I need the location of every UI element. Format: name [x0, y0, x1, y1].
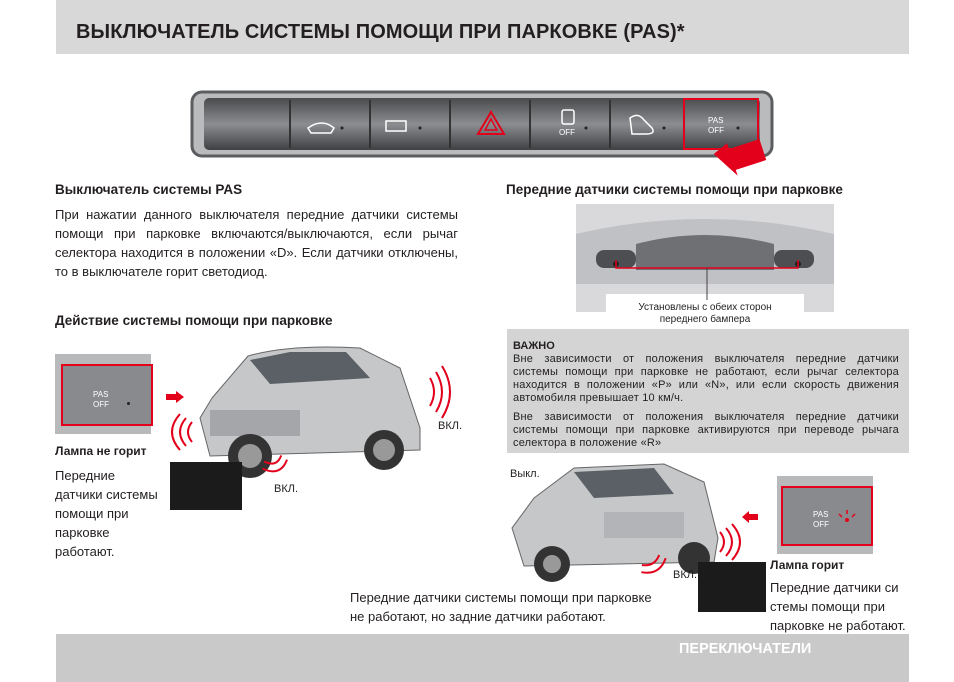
rear-caption-line: не работают, но задние датчики работают. — [350, 609, 606, 624]
rear-scene-caption: Передние датчики системы помощи при парк… — [350, 588, 652, 626]
pas-button-label-bottom: OFF — [708, 126, 724, 135]
pas-label-top: PAS — [93, 390, 109, 399]
front-bumper-photo — [576, 204, 834, 312]
pas-button-on-closeup: PAS OFF — [777, 476, 873, 554]
operation-heading: Действие системы помощи при парковке — [55, 313, 333, 328]
pas-switch-description: При нажатии данного выключателя передние… — [55, 207, 458, 279]
pas-button-off-closeup: PAS OFF — [55, 354, 153, 434]
windshield-defrost-icon — [307, 122, 344, 134]
pas-label-bottom: OFF — [93, 400, 109, 409]
esp-off-icon: OFF — [559, 109, 588, 137]
on-label-front: ВКЛ. — [274, 483, 299, 495]
pas-button-label-top: PAS — [708, 116, 724, 125]
pas-button-frame: PAS OFF — [61, 364, 153, 426]
lamp-on-line: парковке не работают. — [770, 618, 906, 633]
front-sensor-waves — [171, 365, 451, 473]
footer-bar — [56, 634, 909, 682]
lamp-off-line: помощи при — [55, 506, 129, 521]
switch-panel-graphic: OFF — [190, 90, 774, 158]
lamp-off-line: Передние — [55, 468, 116, 483]
pas-button-frame: PAS OFF — [781, 486, 873, 546]
section-label: ПЕРЕКЛЮЧАТЕЛИ — [679, 641, 812, 657]
lamp-off-heading: Лампа не горит — [55, 444, 147, 458]
press-arrow-icon — [713, 139, 767, 176]
suv-front-illustration — [171, 346, 451, 478]
rear-caption-line: Передние датчики системы помощи при парк… — [350, 590, 652, 605]
front-sensors-heading: Передние датчики системы помощи при парк… — [506, 182, 843, 197]
rear-sensor-waves — [641, 523, 741, 574]
header-bar — [56, 0, 909, 54]
switch-panel: OFF PAS OFF — [190, 88, 774, 162]
red-arrow-right-icon — [166, 390, 184, 403]
lamp-off-line: парковке — [55, 525, 110, 540]
lamp-on-line: Передние датчики си — [770, 580, 899, 595]
rear-obstacle-box — [698, 562, 766, 612]
lamp-on-line: стемы помощи при — [770, 599, 885, 614]
led-on-icon — [838, 510, 856, 522]
lamp-off-line: работают. — [55, 544, 115, 559]
rear-defrost-icon — [385, 120, 422, 132]
pas-label-top: PAS — [813, 510, 829, 519]
front-bumper-illustration — [576, 204, 834, 312]
lamp-on-text: Передние датчики си стемы помощи при пар… — [770, 578, 906, 635]
hill-descent-icon — [629, 114, 666, 135]
led-off-icon — [127, 402, 130, 405]
lamp-on-heading: Лампа горит — [770, 558, 845, 572]
pas-label-bottom: OFF — [813, 520, 829, 529]
on-label-rear: ВКЛ. — [438, 420, 463, 432]
important-title: ВАЖНО — [513, 340, 555, 352]
lamp-off-line: датчики системы — [55, 487, 158, 502]
page-title: ВЫКЛЮЧАТЕЛЬ СИСТЕМЫ ПОМОЩИ ПРИ ПАРКОВКЕ … — [76, 21, 685, 43]
lamp-off-text: Передние датчики системы помощи при парк… — [55, 466, 158, 561]
suv-rear-illustration — [511, 463, 741, 582]
obstacle-box — [170, 462, 242, 510]
red-arrow-left-icon — [742, 510, 758, 523]
svg-text:OFF: OFF — [559, 128, 575, 137]
pas-switch-heading: Выключатель системы PAS — [55, 182, 243, 197]
front-sensors-caption-line2: переднего бампера — [659, 314, 751, 325]
important-note-box — [507, 329, 909, 453]
off-label: Выкл. — [510, 468, 540, 480]
important-text-1: Вне зависимости от положения выключателя… — [513, 353, 899, 404]
hazard-icon — [476, 110, 506, 135]
important-text-2: Вне зависимости от положения выключателя… — [513, 411, 899, 449]
rear-on-label: ВКЛ. — [673, 569, 698, 581]
front-sensors-caption-line1: Установлены с обеих сторон — [638, 302, 772, 313]
